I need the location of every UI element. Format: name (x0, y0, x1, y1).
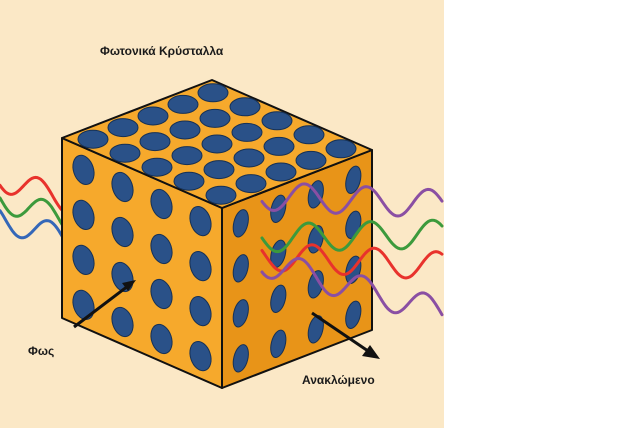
front-hole (189, 341, 212, 372)
outgoing-light-waves (260, 182, 444, 317)
front-hole (111, 306, 134, 338)
top-hole (201, 134, 233, 154)
top-hole (139, 132, 171, 152)
top-hole (173, 171, 205, 191)
front-hole (150, 188, 173, 220)
top-hole (265, 162, 297, 182)
top-hole (171, 146, 203, 166)
top-hole (167, 94, 199, 114)
side-hole (232, 344, 249, 373)
front-hole (111, 216, 134, 248)
front-hole (150, 278, 173, 310)
side-hole (232, 299, 249, 328)
top-hole (199, 108, 231, 128)
side-hole (345, 165, 362, 194)
outgoing-wave-purple (260, 182, 444, 218)
front-hole (72, 244, 95, 275)
top-hole (137, 106, 169, 126)
side-hole (307, 315, 324, 344)
front-hole (189, 296, 212, 327)
front-hole (72, 199, 95, 230)
top-hole (235, 174, 267, 194)
front-hole (150, 323, 173, 355)
front-hole (189, 206, 212, 237)
front-hole (111, 171, 134, 203)
outgoing-wave-purple (260, 256, 444, 317)
top-face-holes (77, 83, 357, 205)
top-hole (295, 150, 327, 170)
top-hole (205, 185, 237, 205)
top-hole (109, 143, 141, 163)
top-hole (231, 122, 263, 142)
side-hole (270, 329, 287, 358)
front-face-holes (72, 154, 212, 372)
light-arrow (73, 281, 133, 329)
front-hole (72, 154, 95, 185)
top-hole (197, 83, 229, 103)
pointer-arrows (73, 280, 380, 359)
side-hole (270, 284, 287, 313)
top-hole (203, 160, 235, 180)
outgoing-wave-red (260, 243, 444, 280)
top-hole (293, 125, 325, 145)
top-hole (325, 139, 357, 159)
light-arrow-head (122, 280, 136, 291)
top-hole (233, 148, 265, 168)
refracted-arrow-head (362, 345, 380, 359)
top-hole (169, 120, 201, 140)
refracted-label: Ανακλώμενο (302, 373, 375, 387)
refracted-arrow (311, 311, 372, 355)
side-hole (232, 209, 249, 238)
top-hole (77, 129, 109, 149)
front-hole (72, 289, 95, 320)
top-hole (229, 97, 261, 117)
top-hole (263, 136, 295, 156)
top-hole (141, 157, 173, 177)
outgoing-wave-green (260, 218, 444, 254)
front-hole (150, 233, 173, 265)
side-hole (345, 300, 362, 329)
top-hole (261, 111, 293, 131)
front-hole (189, 251, 212, 282)
top-hole (107, 118, 139, 138)
side-hole (232, 254, 249, 283)
diagram-title: Φωτονικά Κρύσταλλα (100, 44, 224, 58)
light-label: Φως (28, 344, 54, 358)
